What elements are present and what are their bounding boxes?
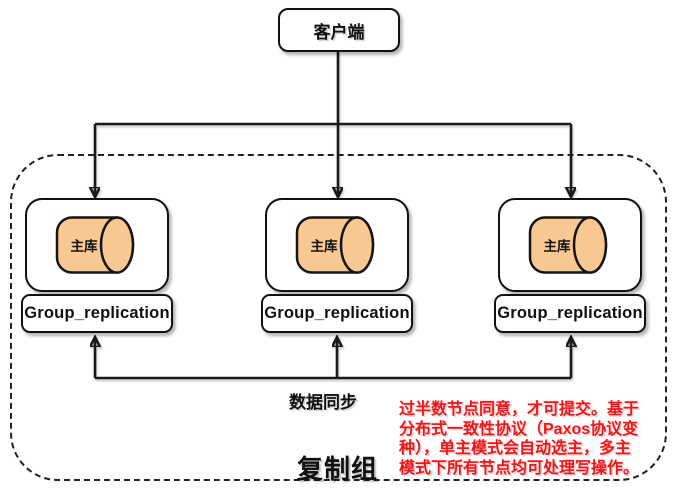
annotation-line: 种），单主模式会自动选主，多主 [399, 440, 632, 457]
primary-node-2: 主库 [265, 198, 409, 292]
consensus-annotation: 过半数节点同意，才可提交。基于 分布式一致性协议（Paxos协议变 种），单主模… [399, 400, 669, 478]
replication-group-boundary [10, 154, 667, 481]
client-node: 客户端 [278, 8, 400, 52]
database-cylinder-icon: 主库 [528, 216, 612, 274]
database-cylinder-icon: 主库 [295, 216, 379, 274]
group-replication-box-2: Group_replication [261, 294, 413, 333]
annotation-line: 过半数节点同意，才可提交。基于 [399, 401, 640, 418]
primary-db-label: 主库 [543, 239, 571, 254]
data-sync-label: 数据同步 [289, 393, 357, 412]
group-replication-label: Group_replication [24, 304, 170, 322]
annotation-line: 分布式一致性协议（Paxos协议变 [399, 420, 639, 438]
annotation-line: 模式下所有节点均可处理写操作。 [399, 459, 640, 477]
group-replication-box-1: Group_replication [21, 294, 173, 333]
primary-node-1: 主库 [25, 198, 169, 292]
group-replication-label: Group_replication [264, 304, 410, 322]
replication-group-title: 复制组 [297, 454, 379, 484]
group-replication-box-3: Group_replication [494, 294, 646, 333]
primary-db-label: 主库 [70, 239, 98, 254]
group-replication-label: Group_replication [497, 304, 643, 322]
database-cylinder-icon: 主库 [55, 216, 139, 274]
primary-db-label: 主库 [310, 239, 338, 254]
primary-node-3: 主库 [498, 198, 642, 292]
client-label: 客户端 [313, 22, 365, 42]
